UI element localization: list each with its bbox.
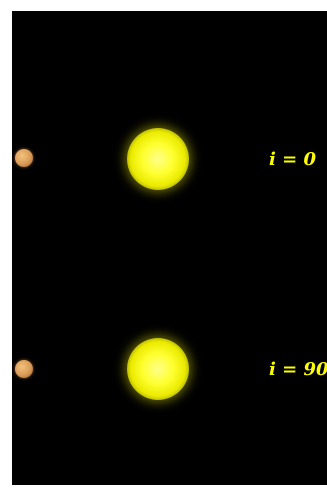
planet-top (15, 149, 33, 167)
planet-bottom (15, 360, 33, 378)
inclination-label-bottom: i = 90 (269, 359, 327, 380)
star-bottom (127, 338, 189, 400)
orbit-diagram-panel: × i = 0 × i = 90 (12, 11, 327, 485)
inclination-label-top: i = 0 (269, 149, 316, 170)
star-top (127, 128, 189, 190)
